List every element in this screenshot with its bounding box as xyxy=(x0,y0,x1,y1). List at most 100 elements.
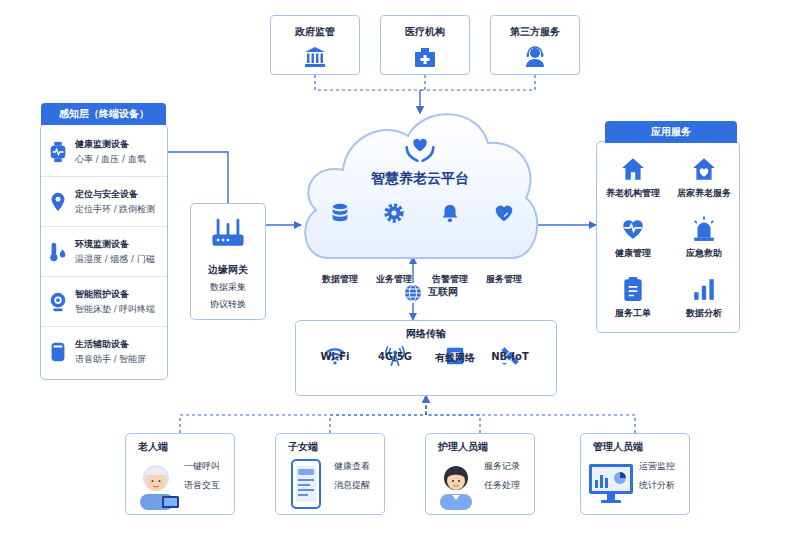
illustration xyxy=(432,458,480,514)
item-icon xyxy=(620,216,646,242)
function-text: 数据采集 xyxy=(210,281,246,294)
cloud-platform: 智慧养老云平台数据管理业务管理告警管理服务管理 xyxy=(298,98,542,270)
client-box: 老人端一键呼叫语音交互 xyxy=(125,433,235,515)
network-type: Wi-Fi xyxy=(303,345,367,389)
dashed-connector xyxy=(420,75,535,113)
device-item: 智能照护设备智能床垫 / 呼叫终端 xyxy=(41,277,167,327)
network-type: NB-IoT xyxy=(478,345,542,389)
text-column: 健康查看消息提醒 xyxy=(334,460,370,492)
function-text: 健康查看 xyxy=(334,460,370,473)
device-name: 定位与安全设备 xyxy=(75,188,155,201)
item-label: 有线网络 xyxy=(423,351,487,365)
client-box: 护理人员端服务记录任务处理 xyxy=(425,433,535,515)
service-item: 健康管理 xyxy=(597,216,669,268)
item-icon xyxy=(383,202,405,224)
platform-module: 服务管理 xyxy=(474,202,534,242)
platform-module: 业务管理 xyxy=(364,202,424,242)
item-icon xyxy=(439,202,461,224)
box-title: 医疗机构 xyxy=(405,25,445,39)
stakeholder-box: 医疗机构 xyxy=(380,15,470,75)
stakeholder-box: 政府监管 xyxy=(270,15,360,75)
device-name: 智能照护设备 xyxy=(75,288,155,301)
device-examples: 语音助手 / 智能屏 xyxy=(75,354,146,366)
function-text: 统计分析 xyxy=(639,479,675,492)
text-column: 一键呼叫语音交互 xyxy=(184,460,220,492)
connector xyxy=(537,224,596,225)
care-icon xyxy=(404,134,436,166)
sensing-layer-panel: 感知层（终端设备）健康监测设备心率 / 血压 / 血氧定位与安全设备定位手环 /… xyxy=(40,124,168,380)
dashed-connector xyxy=(330,396,426,433)
item-label: 4G/5G xyxy=(363,351,427,362)
function-text: 协议转换 xyxy=(210,298,246,311)
item-icon xyxy=(691,156,717,182)
item-label: NB-IoT xyxy=(478,351,542,362)
device-icon xyxy=(47,341,69,363)
dashed-connector xyxy=(420,75,425,113)
dashed-connector xyxy=(315,75,420,113)
item-label: 数据管理 xyxy=(310,274,370,286)
service-item: 服务工单 xyxy=(597,276,669,328)
device-icon xyxy=(47,191,69,213)
device-examples: 智能床垫 / 呼叫终端 xyxy=(75,304,155,316)
client-box: 管理人员端运营监控统计分析 xyxy=(580,433,690,515)
box-title: 边缘网关 xyxy=(208,264,248,277)
text-column: 运营监控统计分析 xyxy=(639,460,675,492)
edge-label: 互联网 xyxy=(427,286,459,299)
box-title: 网络传输 xyxy=(296,327,556,341)
client-illustration xyxy=(432,458,480,510)
icon-cell xyxy=(41,341,75,363)
illustration xyxy=(132,458,180,514)
item-label: 服务管理 xyxy=(474,274,534,286)
item-label: 数据分析 xyxy=(686,307,722,320)
stakeholder-icon xyxy=(303,45,327,69)
device-examples: 定位手环 / 跌倒检测 xyxy=(75,204,155,216)
device-icon xyxy=(47,291,69,313)
device-name: 环境监测设备 xyxy=(75,238,155,251)
service-item: 养老机构管理 xyxy=(597,156,669,208)
client-illustration xyxy=(587,458,635,510)
item-label: 服务工单 xyxy=(615,307,651,320)
item-icon xyxy=(329,202,351,224)
icon-cell xyxy=(41,141,75,163)
icon-cell xyxy=(41,241,75,263)
device-icon xyxy=(47,241,69,263)
client-illustration xyxy=(132,458,180,510)
platform-module: 数据管理 xyxy=(310,202,370,242)
device-name: 健康监测设备 xyxy=(75,138,146,151)
device-item: 健康监测设备心率 / 血压 / 血氧 xyxy=(41,127,167,177)
router-icon xyxy=(211,216,245,250)
network-type: 4G/5G xyxy=(363,345,427,389)
item-label: 告警管理 xyxy=(420,274,480,286)
service-item: 应急救助 xyxy=(669,216,739,268)
dashed-connector xyxy=(426,396,635,433)
item-label: 居家养老服务 xyxy=(677,187,731,200)
icon-cell xyxy=(41,291,75,313)
function-text: 一键呼叫 xyxy=(184,460,220,473)
application-panel: 应用服务养老机构管理居家养老服务健康管理应急救助服务工单数据分析 xyxy=(596,141,740,333)
item-icon xyxy=(691,216,717,242)
stakeholder-icon xyxy=(413,45,437,69)
panel-header: 感知层（终端设备） xyxy=(41,103,166,125)
illustration xyxy=(587,458,635,514)
device-item: 生活辅助设备语音助手 / 智能屏 xyxy=(41,327,167,377)
text-column: 服务记录任务处理 xyxy=(484,460,520,492)
network-box: 网络传输 Wi-Fi4G/5G有线网络NB-IoT xyxy=(295,320,557,396)
item-icon xyxy=(691,276,717,302)
service-item: 居家养老服务 xyxy=(669,156,739,208)
box-title: 第三方服务 xyxy=(510,25,560,39)
box-title: 政府监管 xyxy=(295,25,335,39)
illustration xyxy=(282,458,330,514)
function-text: 运营监控 xyxy=(639,460,675,473)
stakeholder-icon xyxy=(523,45,547,69)
item-label: 健康管理 xyxy=(615,247,651,260)
box-title: 护理人员端 xyxy=(438,440,488,454)
box-title: 老人端 xyxy=(138,440,168,454)
connector xyxy=(266,224,301,225)
text-column: 健康监测设备心率 / 血压 / 血氧 xyxy=(75,138,146,166)
item-label: 业务管理 xyxy=(364,274,424,286)
item-label: 应急救助 xyxy=(686,247,722,260)
text-column: 生活辅助设备语音助手 / 智能屏 xyxy=(75,338,146,366)
device-name: 生活辅助设备 xyxy=(75,338,146,351)
device-examples: 温湿度 / 烟感 / 门磁 xyxy=(75,254,155,266)
